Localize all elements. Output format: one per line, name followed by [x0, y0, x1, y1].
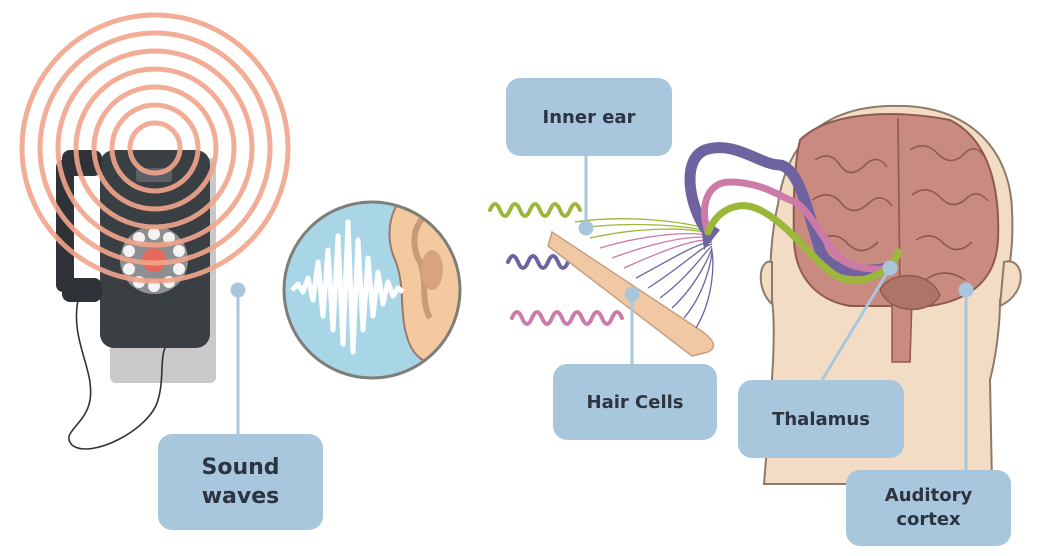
auditory-nerve-pathways — [684, 142, 902, 284]
sound-wave-rings — [19, 12, 291, 284]
auditory-cortex-label: Auditory cortex — [846, 470, 1011, 546]
ear-closeup-illustration — [282, 200, 462, 380]
inner-ear-label: Inner ear — [506, 78, 672, 156]
sound-waves-label: Sound waves — [158, 434, 323, 530]
telephone-illustration — [56, 150, 216, 450]
hair-cells-illustration — [547, 216, 720, 357]
incoming-waves — [488, 202, 624, 326]
hair-cells-label: Hair Cells — [553, 364, 717, 440]
label-connectors — [230, 156, 974, 470]
thalamus-label: Thalamus — [738, 380, 904, 458]
